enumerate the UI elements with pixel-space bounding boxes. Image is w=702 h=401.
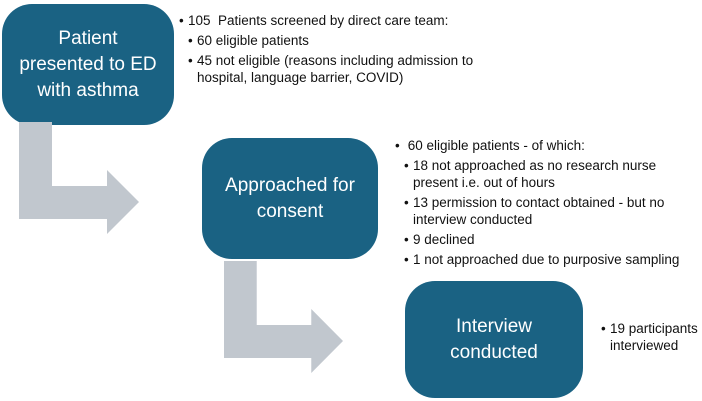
list-item: • 13 permission to contact obtained - bu… xyxy=(404,194,702,228)
bullet-icon: • xyxy=(404,195,409,210)
bullet-icon: • xyxy=(404,252,409,267)
elbow-arrow-icon-2 xyxy=(224,261,343,373)
bullet-icon: • xyxy=(179,13,184,28)
bullet-icon: • xyxy=(188,53,193,68)
list-item-text: 60 eligible patients xyxy=(197,33,309,48)
list-item: • 60 eligible patients xyxy=(188,32,519,49)
bullet-icon: • xyxy=(601,321,606,336)
bullet-icon: • xyxy=(395,138,400,153)
list-item-text: 18 not approached as no research nurse p… xyxy=(413,158,657,190)
bullet-list-screening: • 105 Patients screened by direct care t… xyxy=(179,12,519,86)
flow-box-label: Patient presented to ED with asthma xyxy=(19,27,157,101)
bullet-icon: • xyxy=(404,232,409,247)
elbow-arrow-icon-1 xyxy=(19,122,139,234)
list-item-text: 105 Patients screened by direct care tea… xyxy=(188,13,449,28)
list-item-text: 13 permission to contact obtained - but … xyxy=(413,195,665,227)
list-item-text: 60 eligible patients - of which: xyxy=(404,138,585,153)
flow-box-approached-consent: Approached for consent xyxy=(202,138,378,259)
list-item: • 18 not approached as no research nurse… xyxy=(404,157,702,191)
list-item: • 1 not approached due to purposive samp… xyxy=(404,251,702,268)
flow-box-patient-presented: Patient presented to ED with asthma xyxy=(2,4,174,125)
list-item: • 19 participants interviewed xyxy=(601,320,702,354)
list-item: • 105 Patients screened by direct care t… xyxy=(179,12,519,29)
bullet-icon: • xyxy=(188,33,193,48)
bullet-list-consent: • 60 eligible patients - of which: • 18 … xyxy=(395,137,702,268)
bullet-icon: • xyxy=(404,158,409,173)
flow-box-label: Interview conducted xyxy=(450,315,538,363)
list-item-text: 9 declined xyxy=(413,232,475,247)
list-item-text: 1 not approached due to purposive sampli… xyxy=(413,252,680,267)
list-item: • 60 eligible patients - of which: xyxy=(395,137,702,154)
bullet-list-interviewed: • 19 participants interviewed xyxy=(592,320,702,354)
list-item: • 9 declined xyxy=(404,231,702,248)
list-item-text: 19 participants interviewed xyxy=(610,321,698,353)
flow-box-label: Approached for consent xyxy=(225,174,355,222)
list-item: • 45 not eligible (reasons including adm… xyxy=(188,52,519,86)
list-item-text: 45 not eligible (reasons including admis… xyxy=(197,53,474,85)
flow-box-interview-conducted: Interview conducted xyxy=(405,281,583,398)
